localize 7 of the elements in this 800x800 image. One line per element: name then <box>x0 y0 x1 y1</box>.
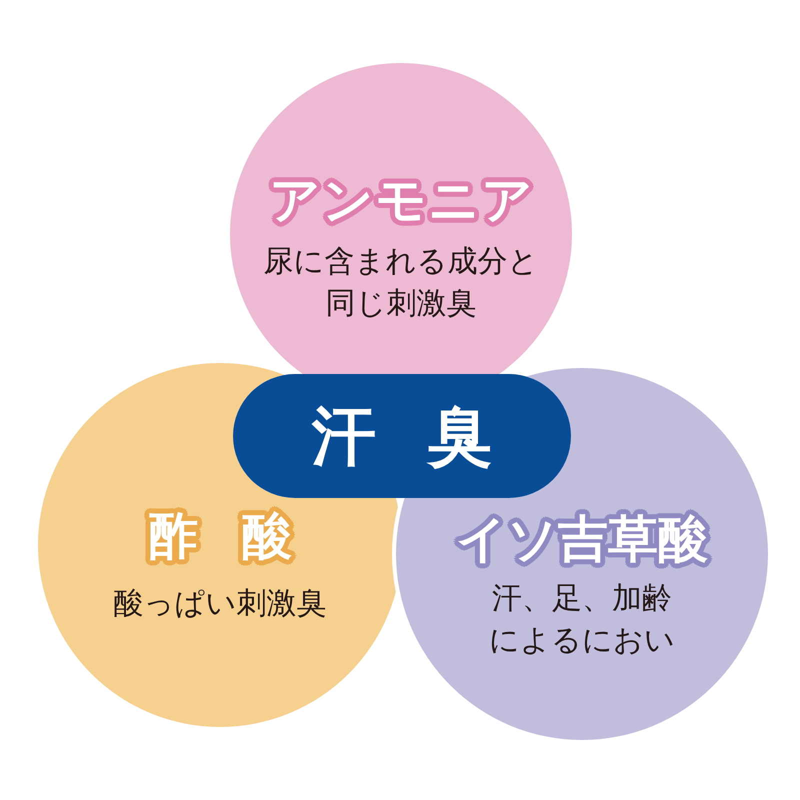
description: 尿に含まれる成分と同じ刺激臭 <box>262 243 540 323</box>
description: 汗、足、加齢によるにおい <box>488 580 676 660</box>
description: 酸っぱい刺激臭 <box>112 585 328 623</box>
heading: イソ吉草酸 <box>456 509 708 570</box>
heading: 汗臭 <box>310 398 544 476</box>
heading: 酢酸 <box>147 506 336 567</box>
heading: アンモニア <box>268 170 534 231</box>
